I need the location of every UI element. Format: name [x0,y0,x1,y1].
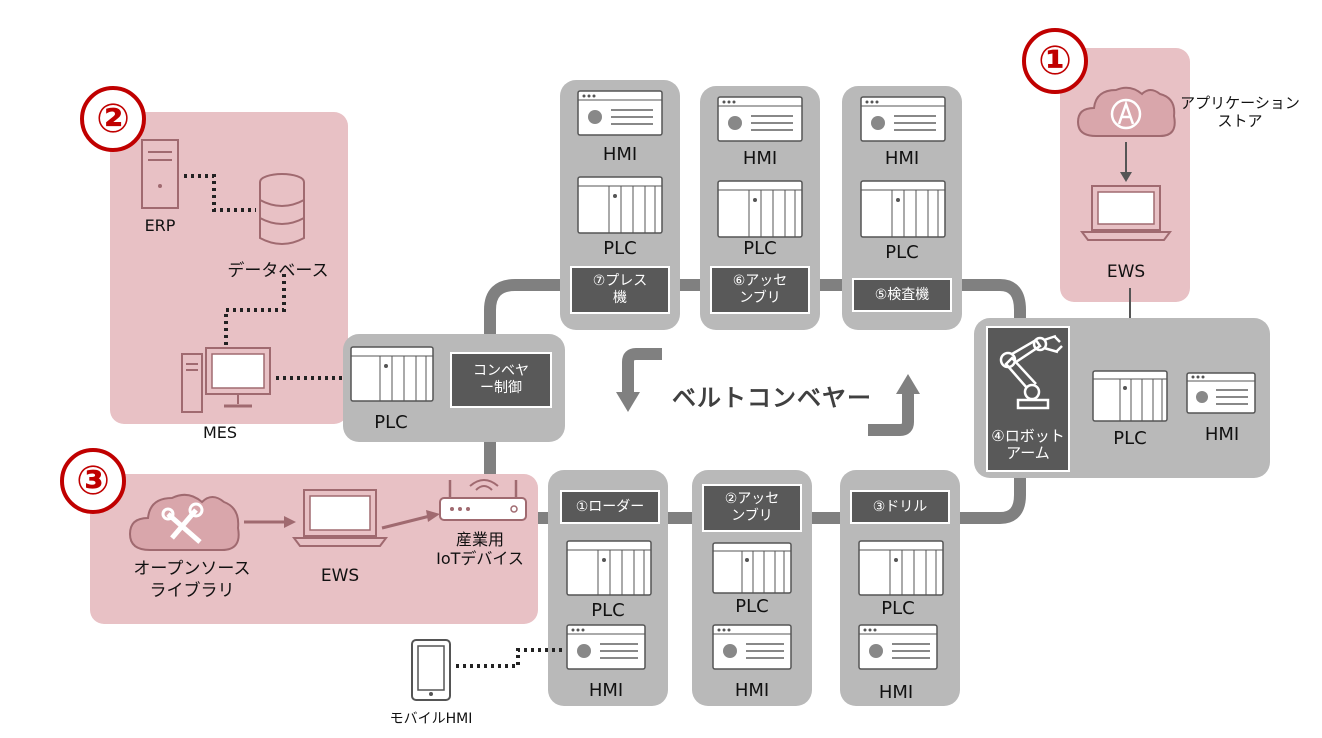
mes-label: MES [202,423,238,442]
erp-server-icon [141,139,179,209]
bottom-station-hmi-label: HMI [878,682,914,703]
hmi-icon [860,96,946,142]
hmi-icon [566,624,646,670]
zone3-ews-label: EWS [320,566,360,586]
robot-hmi-label: HMI [1204,424,1240,445]
hmi-icon [858,624,938,670]
top-station-hmi-label: HMI [884,148,920,169]
conveyor-control-tag: コンベヤ ー制御 [450,352,552,408]
robot-arm-icon [999,334,1063,410]
mobile-tablet-icon [411,639,451,701]
mes-computer-icon [181,347,271,413]
ews-laptop-icon [292,489,388,547]
plc-icon [858,540,944,596]
bottom-station-hmi-label: HMI [734,680,770,701]
marker-1: ① [1022,28,1088,94]
plc-icon [566,540,652,596]
plc-icon [350,346,434,402]
bottom-station-plc-label: PLC [735,596,769,617]
press-machine-tag: ⑦プレス 機 [570,266,670,314]
database-label: データベース [227,261,329,281]
belt-arrow-right-up-icon [868,374,920,436]
hmi-icon [717,96,803,142]
erp-label: ERP [144,216,176,235]
assembly-2-tag: ②アッセ ンブリ [702,484,802,532]
conveyor-plc-label: PLC [374,412,408,433]
top-station-plc-label: PLC [743,238,777,259]
marker-3: ③ [60,448,126,514]
belt-conveyor-label: ベルトコンベヤー [672,384,872,412]
cloud-tools-icon [128,493,240,551]
top-station-plc-label: PLC [885,242,919,263]
bottom-station-plc-label: PLC [881,598,915,619]
zone1-ews-label: EWS [1106,262,1146,282]
drill-tag: ③ドリル [850,490,950,524]
plc-icon [717,180,803,238]
marker-2: ② [80,86,146,152]
plc-icon [712,542,792,594]
plc-icon [577,176,663,234]
database-icon [259,173,305,245]
iot-router-icon [439,479,527,521]
app-store-label: アプリケーション ストア [1180,94,1300,130]
iot-device-label: 産業用 IoTデバイス [436,530,524,568]
cloud-app-store-icon [1076,86,1176,137]
inspection-machine-tag: ⑤検査機 [852,278,952,312]
top-station-plc-label: PLC [603,238,637,259]
top-station-hmi-label: HMI [742,148,778,169]
loader-tag: ①ローダー [560,490,660,524]
plc-icon [860,180,946,238]
hmi-icon [712,624,792,670]
bottom-station-hmi-label: HMI [588,680,624,701]
robot-plc-label: PLC [1113,428,1147,449]
plc-icon [1092,370,1168,422]
belt-arrow-left-down-icon [616,348,662,412]
hmi-icon [1186,372,1256,414]
ews-laptop-icon [1080,185,1172,241]
oss-library-label: オープンソース ライブラリ [133,559,251,601]
bottom-station-plc-label: PLC [591,600,625,621]
top-station-hmi-label: HMI [602,144,638,165]
hmi-icon [577,90,663,136]
mobile-hmi-label: モバイルHMI [389,711,473,727]
assembly-6-tag: ⑥アッセ ンブリ [710,266,810,314]
